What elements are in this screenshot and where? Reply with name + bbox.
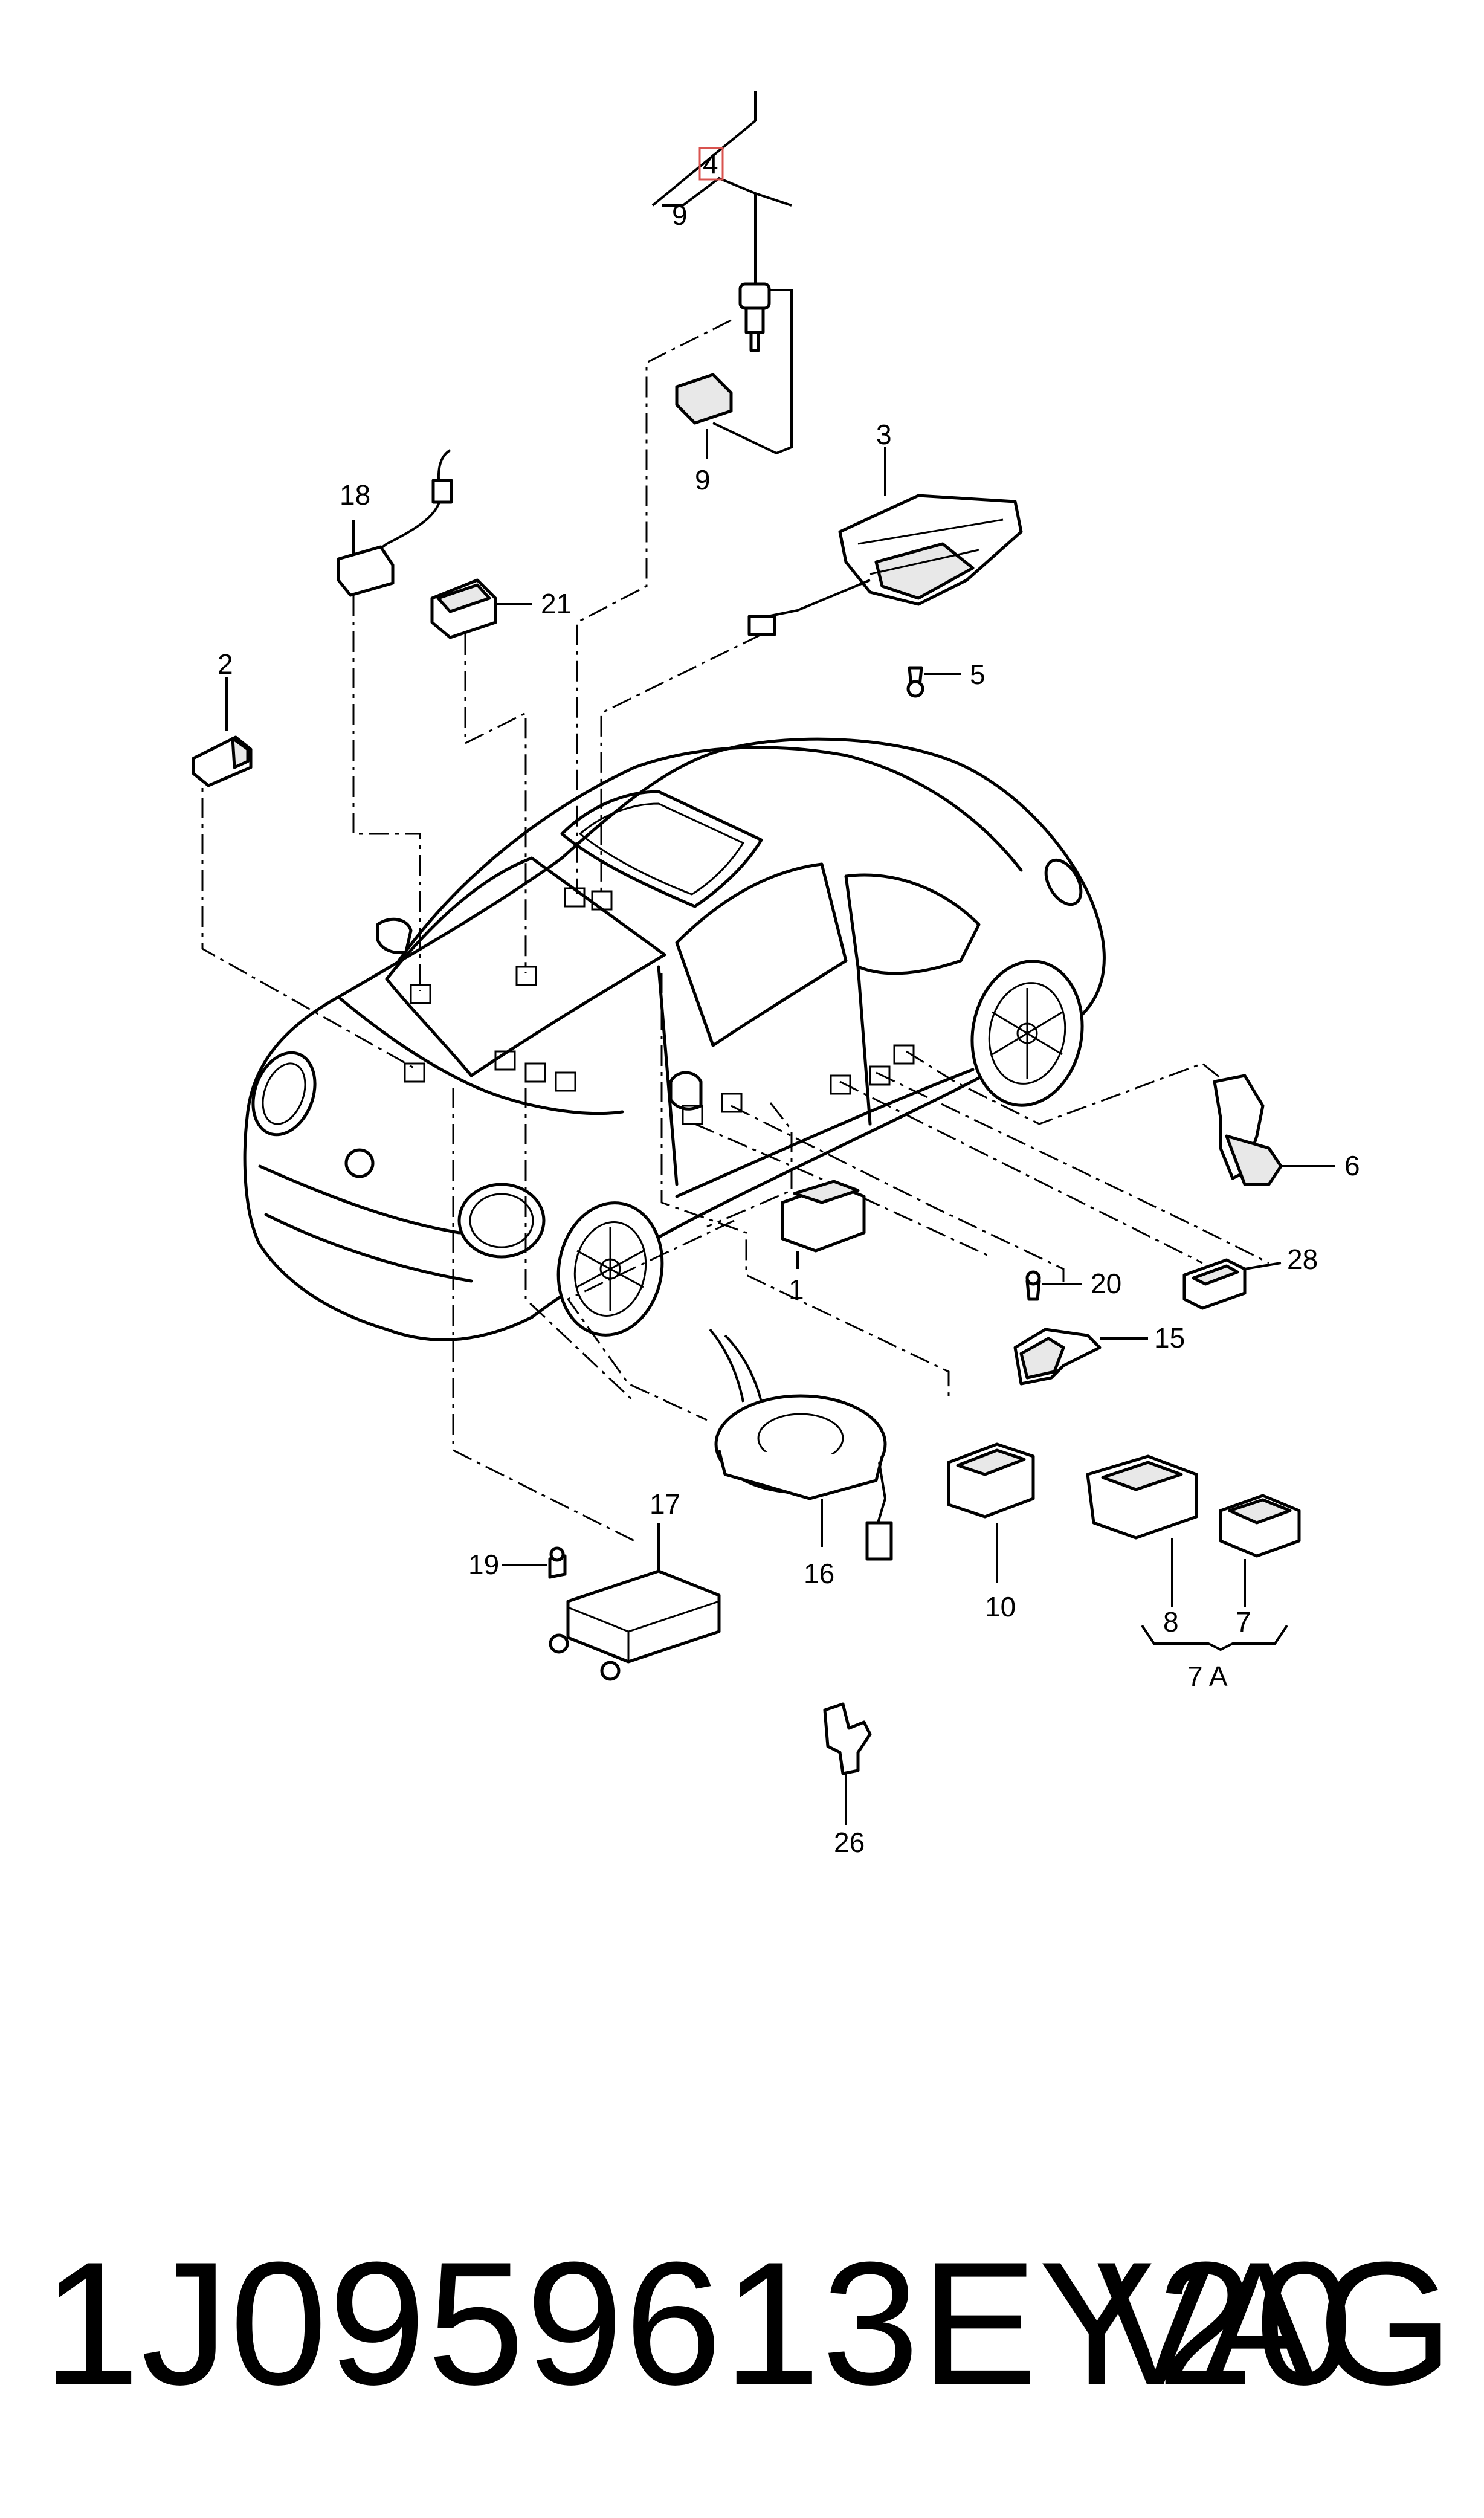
callout-9-top: 9 <box>672 199 688 231</box>
callout-17: 17 <box>650 1488 680 1520</box>
callout-7a: 7 A <box>1187 1661 1228 1692</box>
part-3-sunroof-motor <box>747 447 1023 636</box>
part-7-switch <box>1219 1494 1301 1607</box>
callout-10: 10 <box>985 1591 1016 1622</box>
part-4-sensor <box>651 91 793 459</box>
callout-1: 1 <box>789 1274 804 1305</box>
part-8-bezel <box>1086 1454 1198 1607</box>
callout-6: 6 <box>1344 1150 1360 1181</box>
part-10-window-switch <box>947 1442 1035 1583</box>
part-19-nut <box>502 1546 567 1579</box>
highlight-box-4 <box>698 147 724 181</box>
reference-lines <box>201 319 1269 1542</box>
part-21-switch <box>430 578 532 639</box>
part-number: 1J0959613EY20 <box>42 2226 1354 2421</box>
callout-7: 7 <box>1236 1606 1251 1638</box>
callout-26: 26 <box>834 1827 865 1858</box>
parts-diagram: 4 9 9 3 5 18 21 2 6 28 1 20 15 17 19 16 … <box>192 91 1360 1858</box>
part-5-screw <box>906 666 961 698</box>
brand-label: VAG <box>1097 2226 1454 2421</box>
footer: 1J0959613EY20 VAG <box>0 2224 1484 2465</box>
part-6-connector <box>1213 1074 1335 1186</box>
part-16-clock-spring <box>709 1328 893 1561</box>
callout-19: 19 <box>468 1549 499 1580</box>
callout-20: 20 <box>1091 1268 1121 1299</box>
callout-bracket-7a <box>1141 1624 1288 1651</box>
callout-9-mid: 9 <box>695 464 711 496</box>
callout-2: 2 <box>218 648 233 680</box>
callout-28: 28 <box>1287 1244 1318 1275</box>
part-2-sensor <box>192 677 253 787</box>
part-1-module <box>781 1180 866 1269</box>
callout-8: 8 <box>1163 1606 1179 1638</box>
part-17-control-unit <box>549 1523 721 1681</box>
callout-18: 18 <box>340 479 370 511</box>
callout-4: 4 <box>703 148 718 179</box>
part-15-bracket <box>1013 1328 1148 1386</box>
part-26-clip <box>823 1702 872 1825</box>
callout-16: 16 <box>804 1558 834 1589</box>
car-illustration <box>243 737 1106 1341</box>
part-18-connector <box>337 449 453 597</box>
callout-3: 3 <box>876 419 892 450</box>
callout-21: 21 <box>541 588 572 619</box>
part-28-switch <box>1182 1258 1282 1310</box>
callout-15: 15 <box>1154 1322 1185 1354</box>
callout-5: 5 <box>970 659 986 690</box>
part-20-screw <box>1025 1270 1082 1301</box>
